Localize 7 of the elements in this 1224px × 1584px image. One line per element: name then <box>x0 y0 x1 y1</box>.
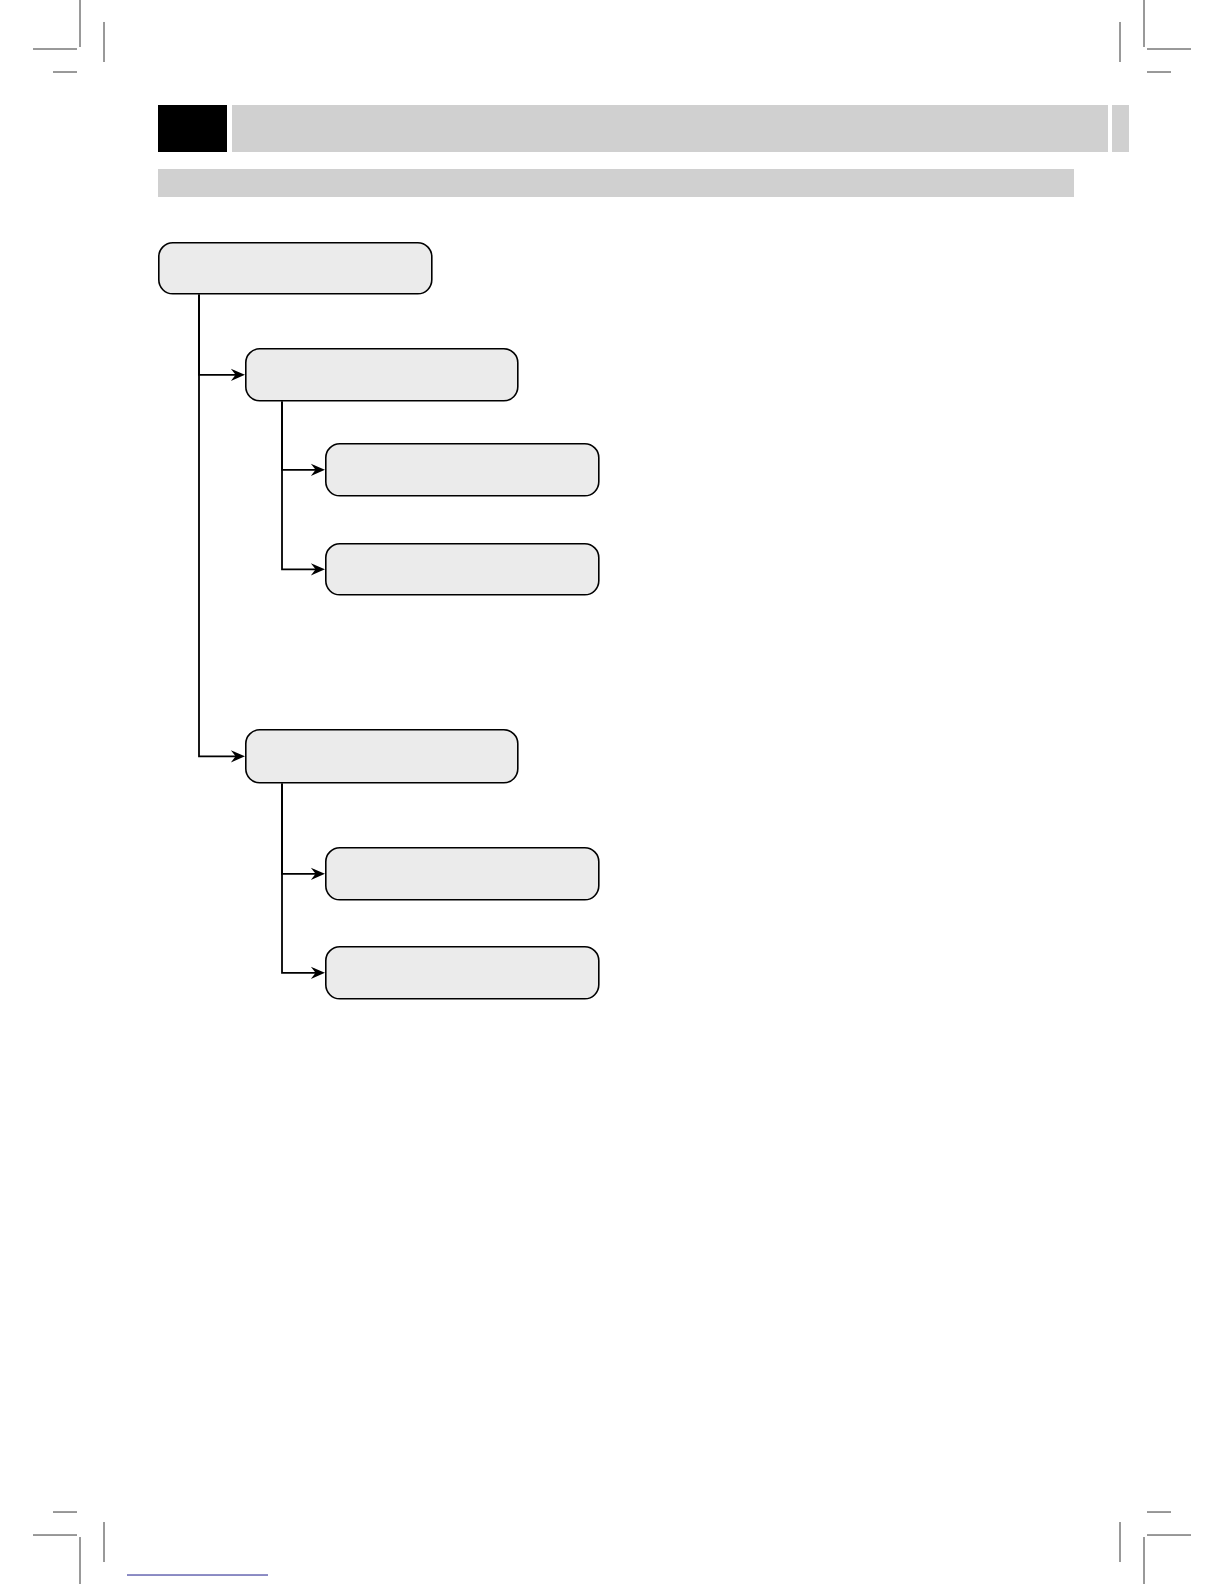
rounded-box <box>325 443 600 497</box>
rounded-box <box>158 242 433 295</box>
rounded-box <box>245 348 519 402</box>
rounded-box <box>325 847 600 901</box>
rounded-box <box>325 543 600 596</box>
rounded-box <box>325 946 600 1000</box>
rounded-box <box>245 729 519 784</box>
